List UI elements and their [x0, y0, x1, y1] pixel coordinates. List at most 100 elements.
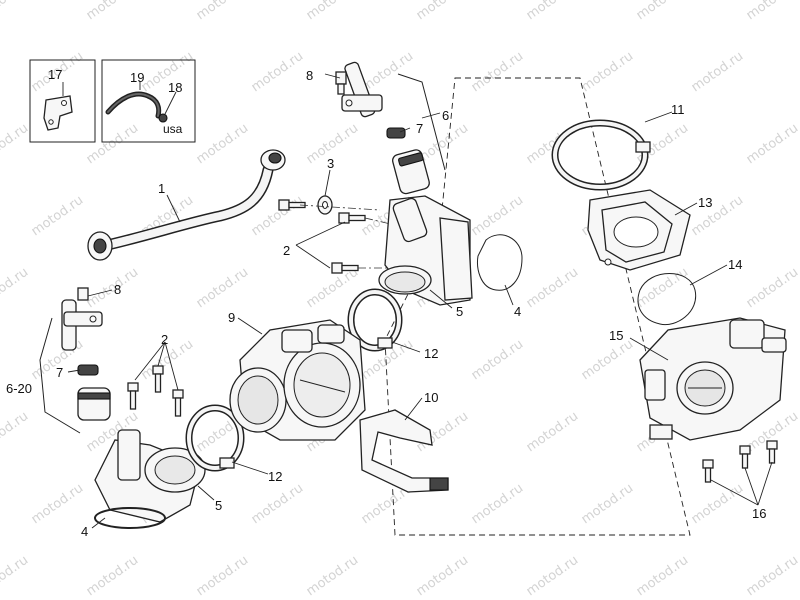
watermark-text: motod.ru	[579, 49, 636, 95]
watermark-text: motod.ru	[249, 49, 306, 95]
flange-part-13	[587, 189, 691, 271]
watermark-text: motod.ru	[194, 265, 251, 311]
callout-9: 9	[228, 310, 235, 325]
watermark-text: motod.ru	[524, 265, 581, 311]
bracket-part-17	[43, 95, 73, 131]
bracket-line-6-20	[39, 317, 81, 434]
callout-11: 11	[671, 102, 685, 117]
watermark-text: motod.ru	[84, 265, 141, 311]
watermark-text: motod.ru	[469, 193, 526, 239]
callout-14: 14	[728, 257, 742, 272]
watermark-text: motod.ru	[469, 481, 526, 527]
oring-part-7-upper	[386, 127, 406, 139]
watermark-text: motod.ru	[84, 121, 141, 167]
injector-part-upper	[391, 149, 430, 195]
bolts-part-16	[702, 440, 778, 483]
callout-7-lower: 7	[56, 365, 63, 380]
intake-manifold-part-5-lower	[94, 429, 206, 523]
watermark-text: motod.ru	[414, 553, 471, 599]
watermark-text: motod.ru	[744, 121, 800, 167]
callout-13: 13	[698, 195, 712, 210]
callout-16: 16	[752, 506, 766, 521]
watermark-text: motod.ru	[194, 121, 251, 167]
callout-6: 6	[442, 108, 449, 123]
watermark-text: motod.ru	[634, 553, 691, 599]
injector-part-left	[77, 387, 111, 421]
watermark-text: motod.ru	[0, 553, 31, 599]
callout-2-upper: 2	[283, 243, 290, 258]
dashed-assembly-frame	[384, 77, 691, 536]
callout-10: 10	[424, 390, 438, 405]
watermark-text: motod.ru	[524, 553, 581, 599]
watermark-text: motod.ru	[744, 265, 800, 311]
callout-15: 15	[609, 328, 623, 343]
watermark-text: motod.ru	[194, 553, 251, 599]
callout-3: 3	[327, 156, 334, 171]
leader-lines	[62, 73, 773, 529]
watermark-text: motod.ru	[0, 265, 31, 311]
watermark-text: motod.ru	[0, 0, 31, 23]
hose-part-19	[105, 91, 168, 123]
watermark-text: motod.ru	[414, 0, 471, 23]
watermark-text: motod.ru	[744, 0, 800, 23]
inset-note-usa: usa	[163, 122, 183, 136]
throttle-body-part-15	[639, 317, 787, 441]
watermark-text: motod.ru	[0, 121, 31, 167]
injector-rail-left	[61, 287, 103, 351]
callout-2-lower: 2	[161, 332, 168, 347]
callout-7-upper: 7	[416, 121, 423, 136]
watermark-text: motod.ru	[29, 481, 86, 527]
watermark-text: motod.ru	[579, 337, 636, 383]
watermark-text: motod.ru	[469, 49, 526, 95]
injector-rail-upper	[335, 61, 383, 118]
watermark-text: motod.ru	[634, 265, 691, 311]
clamp-part-12-lower	[185, 404, 245, 472]
bracket-line-6	[397, 73, 446, 171]
gasket-part-4-upper	[477, 234, 523, 291]
callout-5-lower: 5	[215, 498, 222, 513]
watermark-text: motod.ru	[744, 553, 800, 599]
watermark-text: motod.ru	[469, 337, 526, 383]
intake-manifold-part-5-upper	[378, 195, 473, 306]
hose-part-10	[359, 409, 449, 493]
callout-5-upper: 5	[456, 304, 463, 319]
washer-part-3	[317, 195, 333, 215]
watermark-text: motod.ru	[524, 0, 581, 23]
hose-clamp-part-11	[551, 119, 651, 191]
callout-labels: 1 2 2 3 4 4 5 5 6 6-20 7 7 8 8 9 10 11 1…	[6, 67, 766, 539]
watermark-text: motod.ru	[634, 0, 691, 23]
watermark-text: motod.ru	[689, 49, 746, 95]
pipe-part-1	[87, 149, 286, 261]
gasket-part-4-lower	[94, 507, 166, 529]
callout-6-20: 6-20	[6, 381, 32, 396]
callout-19: 19	[130, 70, 144, 85]
bolts-part-2-lower	[127, 365, 184, 417]
inset-box-18-19	[101, 59, 196, 143]
throttle-body-part-9	[229, 319, 366, 441]
inset-box-17	[29, 59, 96, 143]
callout-4-lower: 4	[81, 524, 88, 539]
dashdot-line-bolts	[299, 204, 396, 269]
watermark-text: motod.ru	[524, 409, 581, 455]
callout-4-upper: 4	[514, 304, 521, 319]
watermark-text: motod.ru	[304, 0, 361, 23]
watermark-text: motod.ru	[249, 481, 306, 527]
clamp-part-12-upper	[347, 288, 403, 352]
callout-8-upper: 8	[306, 68, 313, 83]
oring-part-7-left	[77, 364, 99, 376]
callout-18: 18	[168, 80, 182, 95]
watermark-text: motod.ru	[0, 409, 31, 455]
watermark-text: motod.ru	[304, 553, 361, 599]
watermark-text: motod.ru	[29, 193, 86, 239]
watermark-text: motod.ru	[689, 481, 746, 527]
callout-1: 1	[158, 181, 165, 196]
callout-17: 17	[48, 67, 62, 82]
watermark-text: motod.ru	[84, 0, 141, 23]
bolts-part-2-upper	[278, 199, 366, 274]
gasket-part-14	[637, 273, 697, 326]
watermark-text: motod.ru	[194, 0, 251, 23]
watermark-text: motod.ru	[84, 553, 141, 599]
watermark-text: motod.ru	[579, 481, 636, 527]
